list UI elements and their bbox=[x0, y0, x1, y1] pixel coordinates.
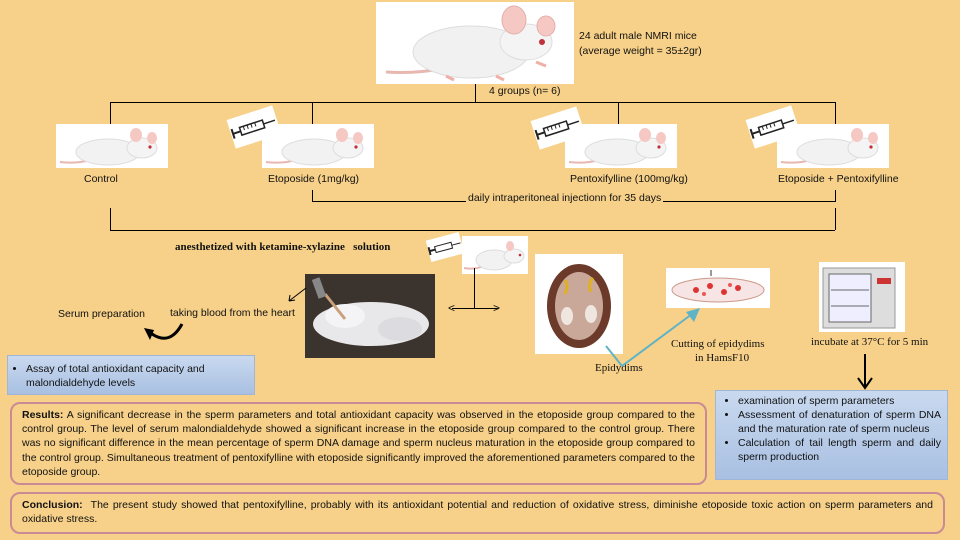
syringe-icon bbox=[425, 231, 465, 263]
anesthesia-label: anesthetized with ketamine-xylazine solu… bbox=[175, 241, 391, 253]
groups-bar bbox=[110, 102, 835, 103]
group-label-etoposide: Etoposide (1mg/kg) bbox=[268, 173, 360, 185]
dissection-image bbox=[305, 274, 435, 358]
syringe-icon bbox=[745, 105, 801, 149]
injection-left-tick bbox=[312, 190, 313, 202]
trunk-line bbox=[475, 84, 476, 102]
dissection-arrow-icon bbox=[286, 286, 308, 304]
anesthetized-mouse-image bbox=[462, 236, 528, 274]
group-label-combination: Etoposide + Pentoxifylline bbox=[778, 173, 899, 185]
teal-arrows bbox=[600, 300, 710, 368]
group-mouse-etoposide bbox=[262, 124, 374, 168]
conclusion-text: The present study showed that pentoxifyl… bbox=[22, 499, 936, 526]
conclusion-heading: Conclusion: bbox=[22, 499, 83, 511]
results-heading: Results: bbox=[22, 409, 64, 421]
exam-item-3: Calculation of tail length sperm and dai… bbox=[738, 436, 941, 464]
serum-preparation-label: Serum preparation bbox=[58, 308, 145, 320]
cutting-label-line-2: in HamsF10 bbox=[695, 352, 750, 364]
epididymis-label: Epidydims bbox=[595, 362, 643, 374]
groups-label: 4 groups (n= 6) bbox=[489, 85, 561, 97]
syringe-icon bbox=[226, 105, 282, 149]
down-arrow-icon bbox=[855, 354, 875, 390]
syringe-icon bbox=[530, 106, 586, 150]
drop-b bbox=[835, 208, 836, 230]
injection-right-tick bbox=[835, 190, 836, 202]
drop-4 bbox=[835, 102, 836, 124]
main-mouse-image bbox=[376, 2, 574, 84]
exam-item-2: Assessment of denaturation of sperm DNA … bbox=[738, 408, 941, 436]
assay-box: Assay of total antioxidant capacity and … bbox=[7, 355, 255, 395]
drop-2 bbox=[312, 102, 313, 124]
join-bar bbox=[110, 230, 835, 231]
epididymis-image bbox=[535, 254, 623, 354]
group-label-control: Control bbox=[84, 173, 118, 185]
results-box: Results: A significant decrease in the s… bbox=[10, 402, 707, 485]
examination-box: examination of sperm parameters Assessme… bbox=[715, 390, 948, 480]
drop-1 bbox=[110, 102, 111, 124]
drop-a bbox=[110, 208, 111, 230]
results-text: A significant decrease in the sperm para… bbox=[22, 409, 695, 478]
incubator-image bbox=[819, 262, 905, 332]
arrow-right-head: > bbox=[493, 301, 501, 315]
arrow-left-head: < bbox=[448, 301, 456, 315]
petri-dish-image bbox=[666, 268, 770, 308]
split-horizontal bbox=[452, 308, 498, 309]
curved-arrow-icon bbox=[140, 318, 186, 346]
exam-item-1: examination of sperm parameters bbox=[738, 394, 941, 408]
group-mouse-control bbox=[56, 124, 168, 168]
assay-item: Assay of total antioxidant capacity and … bbox=[26, 362, 254, 390]
group-label-pentoxifylline: Pentoxifylline (100mg/kg) bbox=[570, 173, 688, 185]
subjects-line-1: 24 adult male NMRI mice bbox=[579, 30, 697, 42]
incubate-label: incubate at 37°C for 5 min bbox=[811, 336, 929, 348]
injection-label: daily intraperitoneal injectionn for 35 … bbox=[466, 192, 664, 204]
conclusion-box: Conclusion: The present study showed tha… bbox=[10, 492, 945, 534]
taking-blood-label: taking blood from the heart bbox=[170, 307, 295, 319]
drop-3 bbox=[618, 102, 619, 124]
cutting-label-line-1: Cutting of epidydims bbox=[671, 338, 765, 350]
split-vertical bbox=[474, 268, 475, 308]
subjects-line-2: (average weight = 35±2gr) bbox=[579, 45, 702, 57]
